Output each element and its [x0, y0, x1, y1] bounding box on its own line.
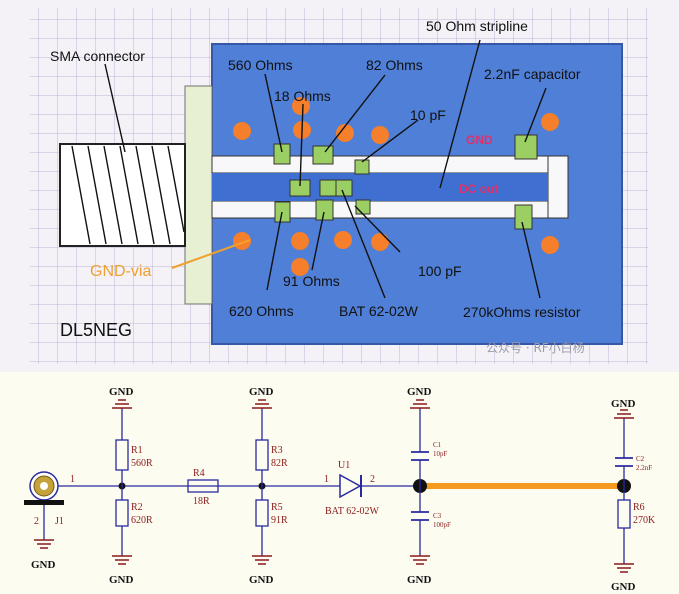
r5-value: 91R — [271, 515, 288, 526]
gnd-label-r5: GND — [249, 574, 274, 586]
r6-symbol — [617, 499, 631, 529]
r1-ref: R1 — [131, 445, 143, 456]
c1-value: 10pF — [433, 450, 448, 458]
c2-symbol — [615, 457, 633, 467]
r6-value: 270K — [633, 515, 656, 526]
c10p-label: 10 pF — [410, 107, 446, 123]
stripline-label: 50 Ohm stripline — [426, 18, 528, 34]
r4-symbol — [187, 479, 219, 493]
dc-out-label: DC out — [459, 182, 498, 196]
c3-ref: C3 — [433, 512, 442, 520]
r18-label: 18 Ohms — [274, 88, 331, 104]
r560-label: 560 Ohms — [228, 57, 293, 73]
gnd-via-leader — [171, 239, 251, 269]
c3-symbol — [411, 511, 429, 521]
u1-diode-symbol — [339, 473, 362, 499]
diode-label: BAT 62-02W — [339, 303, 419, 319]
sma-connector-label: SMA connector — [50, 48, 145, 64]
r3-ref: R3 — [271, 445, 283, 456]
c1-symbol — [411, 451, 429, 461]
gnd-label-r3: GND — [249, 386, 274, 398]
r3-value: 82R — [271, 458, 288, 469]
r5-symbol — [255, 499, 269, 527]
gnd-symbols-bottom — [34, 539, 634, 573]
u1-pin2: 2 — [370, 474, 375, 485]
r91-label: 91 Ohms — [283, 273, 340, 289]
layout-drawing: SMA connector 560 Ohms 18 Ohms 82 Ohms 5… — [0, 0, 679, 372]
r620-label: 620 Ohms — [229, 303, 294, 319]
c2-value: 2.2nF — [636, 464, 652, 472]
gnd-label-r2: GND — [109, 574, 134, 586]
gnd-label-c3: GND — [407, 574, 432, 586]
u1-pin1: 1 — [324, 474, 329, 485]
author-label: DL5NEG — [60, 320, 132, 340]
j1-ref: J1 — [55, 516, 64, 527]
gnd-via-label: GND-via — [90, 263, 151, 280]
c2-ref: C2 — [636, 455, 645, 463]
gnd-label-r6: GND — [611, 581, 636, 593]
j1-connector-symbol — [24, 471, 64, 540]
r2-value: 620R — [131, 515, 153, 526]
sma-connector-body — [59, 143, 186, 247]
gnd-label-c1: GND — [407, 386, 432, 398]
r2-symbol — [115, 499, 129, 527]
watermark: 公众号 · RF小白杨 — [486, 340, 585, 355]
gnd-board-label: GND — [466, 133, 493, 147]
connector-flange — [184, 85, 213, 305]
c1-ref: C1 — [433, 441, 442, 449]
j1-pin1: 1 — [70, 474, 75, 485]
gnd-label-j1: GND — [31, 559, 56, 571]
r3-symbol — [255, 439, 269, 471]
gnd-label-r1: GND — [109, 386, 134, 398]
u1-value: BAT 62-02W — [325, 506, 380, 517]
schematic: 1 2 J1 R1 560R R2 620R R4 18R R3 82R R5 … — [0, 372, 679, 594]
c22n-label: 2.2nF capacitor — [484, 66, 581, 82]
gnd-symbols-top — [112, 399, 634, 419]
r82-label: 82 Ohms — [366, 57, 423, 73]
j1-pin2: 2 — [34, 516, 39, 527]
gnd-label-c2: GND — [611, 398, 636, 410]
c100p-label: 100 pF — [418, 263, 462, 279]
r2-ref: R2 — [131, 502, 143, 513]
component-pads — [273, 134, 538, 230]
r4-ref: R4 — [193, 468, 205, 479]
r1-value: 560R — [131, 458, 153, 469]
r6-ref: R6 — [633, 502, 645, 513]
c3-value: 100pF — [433, 521, 451, 529]
r1-symbol — [115, 439, 129, 471]
leader-lines — [104, 39, 547, 299]
r5-ref: R5 — [271, 502, 283, 513]
stripline-trace — [212, 173, 548, 201]
u1-ref: U1 — [338, 460, 350, 471]
r4-value: 18R — [193, 496, 210, 507]
r270k-label: 270kOhms resistor — [463, 304, 581, 320]
